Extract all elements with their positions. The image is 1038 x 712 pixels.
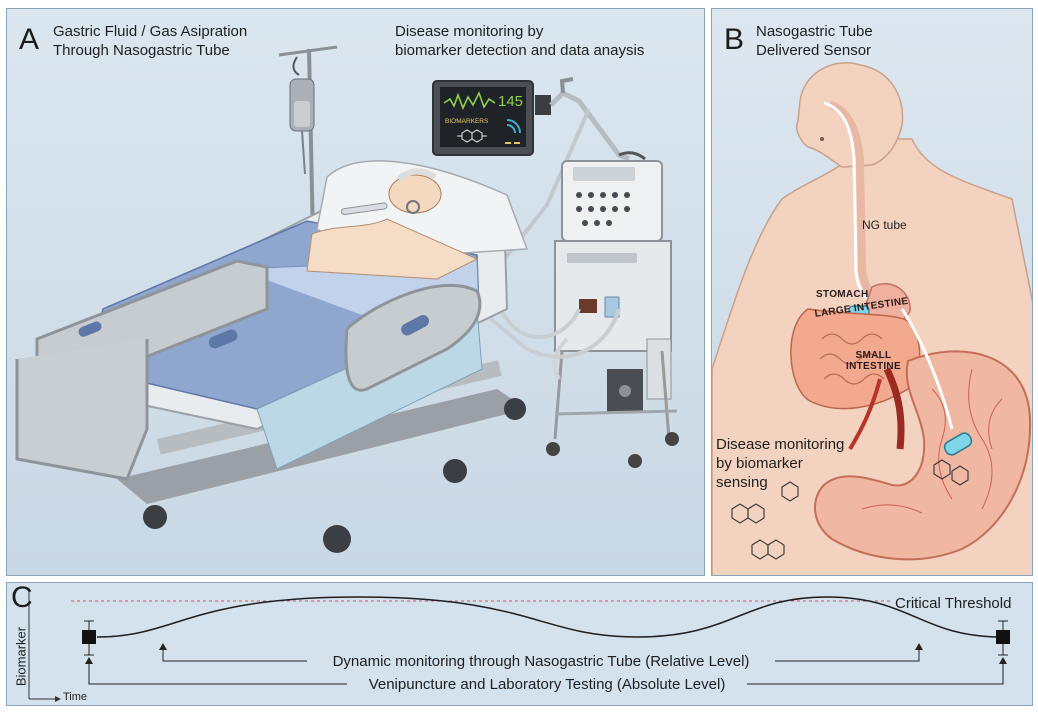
bed-rails (15, 259, 482, 481)
panel-a-title: Gastric Fluid / Gas Asipration Through N… (53, 22, 247, 60)
panel-a-caption: Disease monitoring by biomarker detectio… (395, 22, 644, 60)
biomarker-molecules (731, 459, 969, 560)
anatomy-illustration (712, 62, 1032, 575)
panel-a-title-line2: Through Nasogastric Tube (53, 42, 230, 59)
panel-a-caption-line2: biomarker detection and data anaysis (395, 42, 645, 59)
small-intestine-line1: SMALL (855, 350, 892, 361)
monitor-value: 145 (498, 93, 523, 110)
small-intestine-label: SMALL INTESTINE (846, 350, 901, 372)
iv-pole (278, 45, 338, 240)
panel-b-title-line2: Delivered Sensor (756, 42, 872, 59)
small-intestine-coils (819, 333, 885, 385)
panel-a-title-line1: Gastric Fluid / Gas Asipration (53, 23, 248, 40)
wireless-icon (506, 119, 521, 134)
sensor-capsule (943, 432, 973, 456)
ng-tube-label: NG tube (862, 218, 907, 232)
panel-b-caption-line3: sensing (716, 474, 768, 491)
panel-b-caption: Disease monitoring by biomarker sensing (716, 435, 844, 492)
panel-c: C Biomarker Time Critical Threshold Dyna… (6, 582, 1033, 706)
relative-level-label: Dynamic monitoring through Nasogastric T… (332, 653, 750, 670)
absolute-level-arrow (88, 663, 1004, 685)
patient (306, 160, 529, 280)
panel-b-title: Nasogastric Tube Delivered Sensor (756, 22, 873, 60)
relative-level-arrow (162, 649, 920, 662)
monitor-label: BIOMARKERS (445, 118, 489, 125)
x-axis-label: Time (63, 691, 88, 703)
molecule-icon (457, 129, 487, 143)
biomarker-wave (96, 596, 1003, 638)
panel-b-title-line1: Nasogastric Tube (756, 23, 873, 40)
hospital-bed-illustration: 145 BIOMARKERS (15, 45, 679, 553)
large-intestine (790, 308, 921, 410)
panel-a: A Gastric Fluid / Gas Asipration Through… (6, 8, 705, 576)
critical-threshold-label: Critical Threshold (895, 595, 1012, 612)
right-measurement-marker (996, 620, 1010, 656)
panel-b: B Nasogastric Tube Delivered Sensor NG t… (711, 8, 1033, 576)
biomarker-monitor: 145 BIOMARKERS (432, 80, 551, 156)
panel-b-caption-line2: by biomarker (716, 455, 803, 472)
absolute-level-label: Venipuncture and Laboratory Testing (Abs… (368, 676, 726, 693)
panel-c-letter: C (11, 582, 33, 614)
left-measurement-marker (82, 620, 96, 656)
panel-a-caption-line1: Disease monitoring by (395, 23, 544, 40)
small-intestine-line2: INTESTINE (846, 361, 901, 372)
panel-b-letter: B (724, 23, 745, 56)
panel-a-letter: A (19, 23, 40, 56)
ventilator-machine (546, 160, 679, 468)
stomach-label: STOMACH (816, 289, 869, 300)
panel-b-caption-line1: Disease monitoring (716, 436, 845, 453)
biomarker-timeline (28, 591, 1010, 702)
rail-handles (78, 315, 430, 349)
y-axis-label: Biomarker (13, 626, 29, 687)
